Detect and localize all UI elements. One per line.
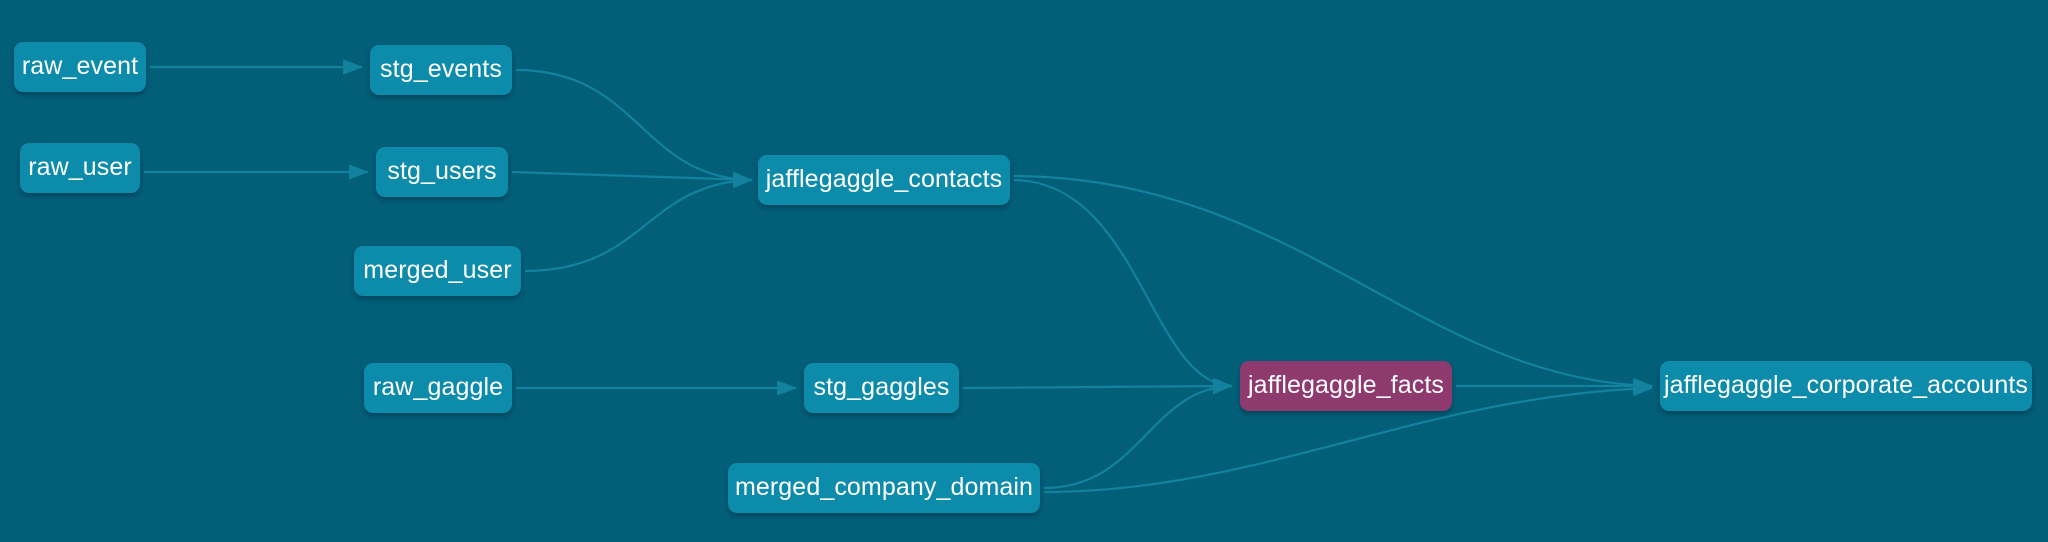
edge-merged_user-to-jafflegaggle_contacts — [524, 172, 753, 273]
node-stg_gaggles[interactable]: stg_gaggles — [804, 363, 959, 413]
edge-stg_gaggles-to-jafflegaggle_facts — [962, 378, 1233, 394]
edge-merged_company_domain-to-jafflegaggle_facts — [1043, 378, 1233, 490]
edge-stg_users-to-jafflegaggle_contacts — [511, 170, 753, 188]
node-label: raw_event — [21, 52, 139, 80]
node-label: stg_users — [387, 157, 497, 185]
node-label: merged_user — [363, 256, 512, 284]
node-label: jafflegaggle_corporate_accounts — [1664, 371, 2029, 399]
edge-jafflegaggle_contacts-to-jafflegaggle_facts — [1013, 178, 1233, 394]
node-label: raw_gaggle — [372, 373, 504, 401]
node-raw_gaggle[interactable]: raw_gaggle — [364, 363, 512, 413]
node-raw_user[interactable]: raw_user — [20, 143, 140, 193]
node-merged_company_domain[interactable]: merged_company_domain — [728, 463, 1040, 513]
node-stg_users[interactable]: stg_users — [376, 147, 508, 197]
node-jafflegaggle_corporate_accounts[interactable]: jafflegaggle_corporate_accounts — [1660, 361, 2032, 411]
node-label: stg_events — [380, 55, 502, 83]
node-label: merged_company_domain — [734, 473, 1034, 501]
node-raw_event[interactable]: raw_event — [14, 42, 146, 92]
edge-jafflegaggle_contacts-to-jafflegaggle_corporate_accounts — [1013, 174, 1653, 394]
node-jafflegaggle_contacts[interactable]: jafflegaggle_contacts — [758, 155, 1010, 205]
node-label: jafflegaggle_facts — [1248, 371, 1444, 399]
node-merged_user[interactable]: merged_user — [354, 246, 521, 296]
edge-stg_events-to-jafflegaggle_contacts — [515, 68, 753, 188]
node-label: raw_user — [28, 153, 132, 181]
node-label: jafflegaggle_contacts — [765, 165, 1003, 193]
node-stg_events[interactable]: stg_events — [370, 45, 512, 95]
node-label: stg_gaggles — [813, 373, 950, 401]
node-jafflegaggle_facts[interactable]: jafflegaggle_facts — [1240, 361, 1452, 411]
